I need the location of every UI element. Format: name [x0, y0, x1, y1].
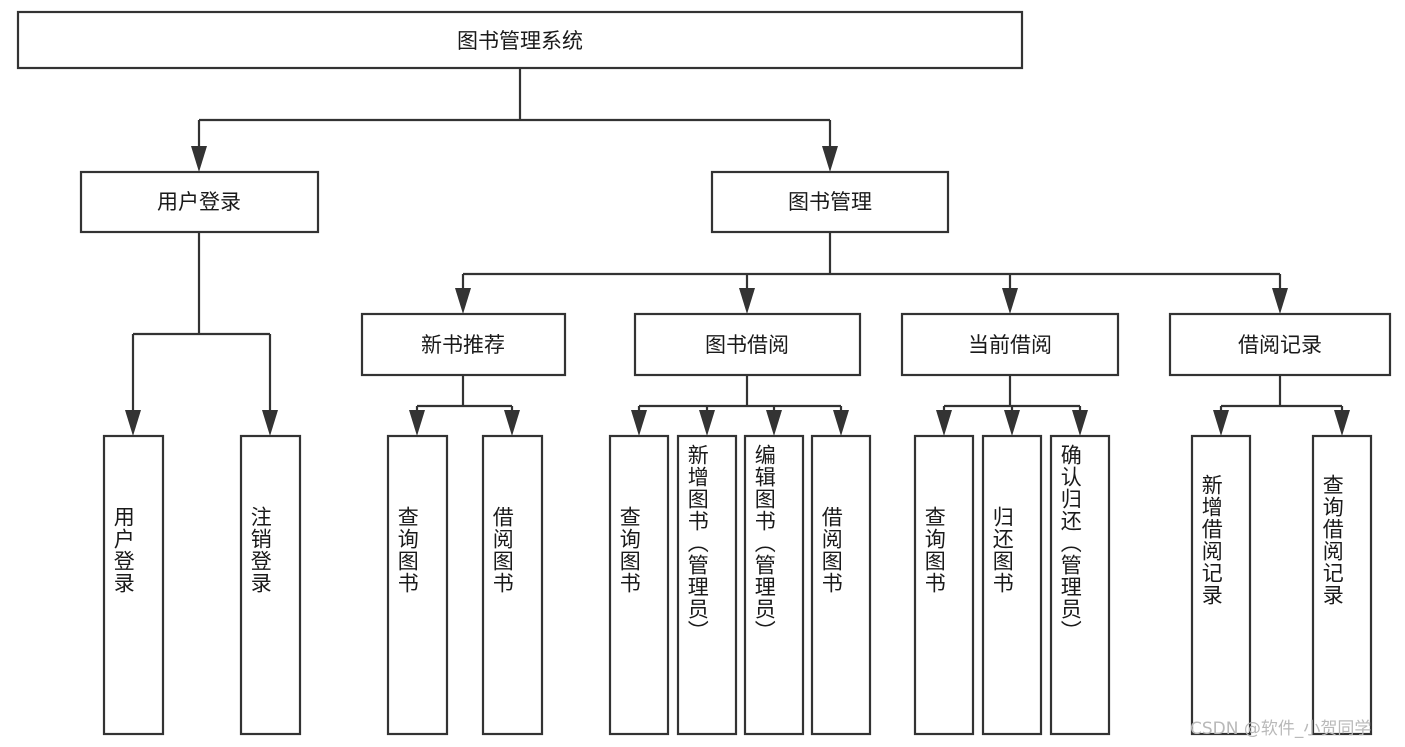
node-book-borrow[interactable]: 图书借阅 — [633, 312, 862, 377]
arrow-to-user-login-do — [125, 410, 141, 436]
arrow-to-user-login — [191, 146, 207, 172]
node-borrow-record-label: 借阅记录 — [1238, 333, 1322, 357]
connector-user-login-split — [131, 232, 272, 412]
node-book-manage-box[interactable] — [710, 170, 950, 234]
leaf-box-add-borrow-record[interactable] — [1190, 434, 1252, 736]
node-borrow-record-box[interactable] — [1168, 312, 1392, 377]
node-root-box[interactable] — [16, 10, 1024, 70]
leaf-box-confirm-return[interactable] — [1049, 434, 1111, 736]
node-user-login-label: 用户登录 — [157, 190, 241, 214]
node-current-borrow-box[interactable] — [900, 312, 1120, 377]
leaf-box-borrow-book-2[interactable] — [810, 434, 872, 736]
arrow-to-user-logout — [262, 410, 278, 436]
leaf-box-add-book[interactable] — [676, 434, 738, 736]
node-new-book-rec-label: 新书推荐 — [421, 333, 505, 357]
arrow-to-query-book-1 — [409, 410, 425, 436]
node-new-book-rec[interactable]: 新书推荐 — [360, 312, 567, 377]
arrow-to-borrow-book-2 — [833, 410, 849, 436]
arrow-to-add-borrow-record — [1213, 410, 1229, 436]
node-current-borrow-label: 当前借阅 — [968, 333, 1052, 357]
leaf-box-borrow-book-1[interactable] — [481, 434, 544, 736]
node-borrow-record[interactable]: 借阅记录 — [1168, 312, 1392, 377]
csdn-watermark: CSDN @软件_小贺同学 — [1190, 719, 1372, 739]
connector-book-borrow-split — [637, 375, 843, 412]
leaf-box-edit-book[interactable] — [743, 434, 805, 736]
leaf-box-query-book-2[interactable] — [608, 434, 670, 736]
connector-layer — [125, 68, 1350, 436]
arrow-to-query-book-2 — [631, 410, 647, 436]
node-book-manage[interactable]: 图书管理 — [710, 170, 950, 234]
leaf-box-return-book[interactable] — [981, 434, 1043, 736]
node-user-login[interactable]: 用户登录 — [79, 170, 320, 234]
leaf-box-user-login-do[interactable] — [102, 434, 165, 736]
leaf-box-query-book-1[interactable] — [386, 434, 449, 736]
node-book-borrow-box[interactable] — [633, 312, 862, 377]
arrow-to-current-borrow — [1002, 288, 1018, 314]
connector-borrow-record-split — [1219, 375, 1344, 412]
connector-current-borrow-split — [942, 375, 1082, 412]
arrow-to-return-book — [1004, 410, 1020, 436]
arrow-to-edit-book — [766, 410, 782, 436]
node-root[interactable]: 图书管理系统 — [16, 10, 1024, 70]
arrow-to-book-borrow — [739, 288, 755, 314]
connector-book-manage-split — [461, 232, 1282, 292]
arrow-to-borrow-record — [1272, 288, 1288, 314]
connector-root-trunk — [197, 68, 832, 150]
arrow-to-confirm-return — [1072, 410, 1088, 436]
leaf-box-query-book-3[interactable] — [913, 434, 975, 736]
node-book-manage-label: 图书管理 — [788, 190, 872, 214]
node-current-borrow[interactable]: 当前借阅 — [900, 312, 1120, 377]
arrow-to-add-book — [699, 410, 715, 436]
leaf-box-layer — [102, 434, 1373, 736]
node-new-book-rec-box[interactable] — [360, 312, 567, 377]
node-user-login-box[interactable] — [79, 170, 320, 234]
arrow-to-book-manage — [822, 146, 838, 172]
arrow-to-borrow-book-1 — [504, 410, 520, 436]
connector-new-book-rec-split — [415, 375, 514, 412]
node-book-borrow-label: 图书借阅 — [705, 333, 789, 357]
node-root-label: 图书管理系统 — [457, 29, 583, 53]
arrow-to-new-book-rec — [455, 288, 471, 314]
arrow-to-query-book-3 — [936, 410, 952, 436]
arrow-to-query-borrow-record — [1334, 410, 1350, 436]
leaf-box-user-logout[interactable] — [239, 434, 302, 736]
leaf-box-query-borrow-record[interactable] — [1311, 434, 1373, 736]
